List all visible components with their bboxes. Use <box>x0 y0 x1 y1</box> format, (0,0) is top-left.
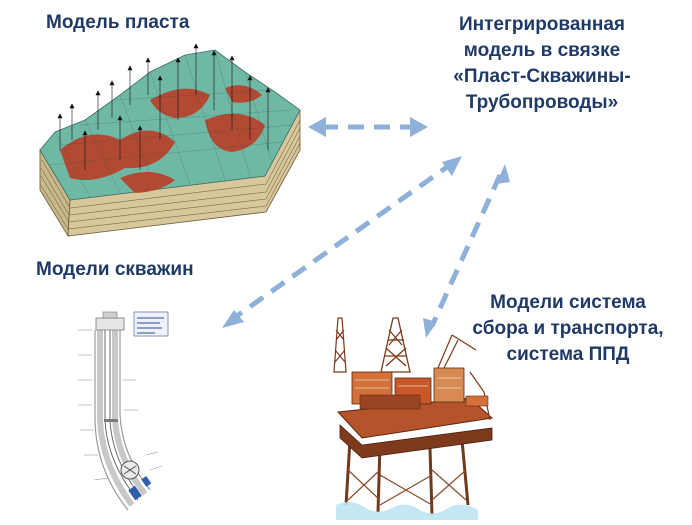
surface-line-2: сбора и транспорта, <box>472 318 664 339</box>
integrated-line-2: модель в связке <box>463 40 621 61</box>
arrowheads <box>222 117 510 338</box>
arrowhead-integrated-top2 <box>496 164 510 184</box>
arrow-integrated-wells <box>232 159 456 321</box>
integrated-model-label: Интегрированная модель в связке «Пласт-С… <box>418 12 666 116</box>
arrowhead-integrated-top <box>442 156 462 176</box>
arrowhead-left <box>308 117 326 137</box>
surface-system-label: Модели система сбора и транспорта, систе… <box>455 290 681 368</box>
surface-line-1: Модели система <box>490 292 646 313</box>
arrowhead-wells <box>222 310 244 328</box>
integrated-line-3: «Пласт-Скважины- <box>453 66 631 87</box>
reservoir-model-label: Модель пласта <box>46 12 190 33</box>
arrow-integrated-surface <box>429 173 503 328</box>
well-schematic-icon <box>78 311 169 511</box>
offshore-platform-icon <box>333 317 494 520</box>
surface-line-3: система ППД <box>506 344 630 365</box>
integrated-line-1: Интегрированная <box>458 14 626 35</box>
well-models-label: Модели скважин <box>36 259 194 280</box>
arrowhead-surface <box>423 318 437 338</box>
reservoir-3d-model-icon <box>39 43 301 238</box>
arrows <box>232 124 503 328</box>
integrated-line-4: Трубопроводы» <box>465 92 619 113</box>
arrowhead-right <box>410 117 428 137</box>
